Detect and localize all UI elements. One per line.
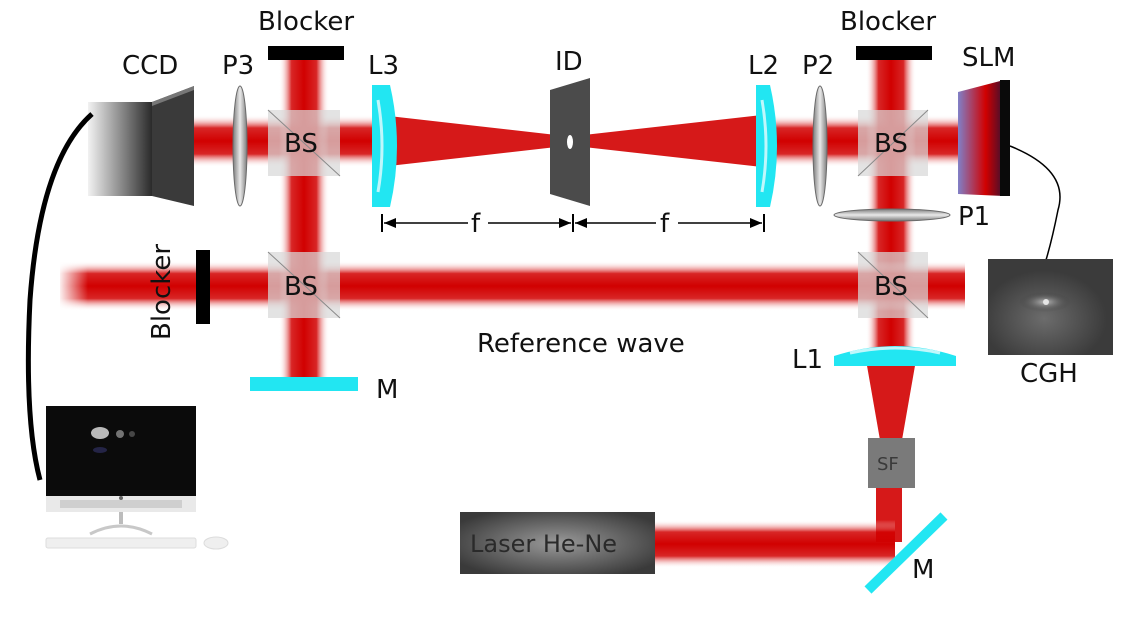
- mirror-bottom-left-label: M: [376, 375, 398, 405]
- blocker-top-left: [268, 46, 344, 60]
- l3-label: L3: [368, 51, 399, 81]
- beam-converging-to-id: [380, 115, 565, 167]
- bs-top-left-label: BS: [284, 129, 318, 159]
- blocker-top-right-label: Blocker: [840, 7, 936, 37]
- polarizer-p3: [232, 85, 248, 207]
- iris-diaphragm-id: [550, 78, 590, 206]
- beam-diverging-from-id: [575, 115, 762, 167]
- polarizer-p1: [833, 208, 951, 222]
- reference-wave-label: Reference wave: [477, 329, 685, 359]
- reference-fade-left: [58, 258, 88, 314]
- f-label-right: f: [660, 209, 670, 239]
- bs-mid-right: BS: [857, 251, 929, 319]
- mirror-laser: [864, 512, 948, 594]
- p2-label: P2: [802, 51, 834, 81]
- sf-label: SF: [877, 454, 899, 475]
- bs-mid-left: BS: [267, 251, 341, 319]
- laser-he-ne: [460, 512, 655, 574]
- beam-laser: [655, 520, 895, 568]
- slm: [958, 80, 1010, 196]
- beam-l1-to-sf: [866, 360, 916, 440]
- slm-label: SLM: [962, 43, 1015, 73]
- lens-l2: [756, 85, 777, 207]
- l1-label: L1: [792, 345, 823, 375]
- blocker-left-label: Blocker: [147, 244, 177, 340]
- beam-reference-wave: [60, 261, 965, 311]
- slm-cable: [1009, 145, 1061, 261]
- blocker-left: [196, 250, 210, 324]
- ccd-label: CCD: [122, 51, 178, 81]
- l2-label: L2: [748, 51, 779, 81]
- bs-mid-left-label: BS: [284, 272, 318, 302]
- bs-top-right-label: BS: [874, 129, 908, 159]
- ccd-camera: [88, 86, 194, 206]
- blocker-top-left-label: Blocker: [258, 7, 354, 37]
- lens-l1: [834, 346, 956, 366]
- focal-length-markers: [381, 214, 765, 232]
- p1-label: P1: [958, 202, 990, 232]
- polarizer-p2: [812, 85, 828, 207]
- f-label-left: f: [471, 209, 481, 239]
- spatial-filter-sf: [868, 438, 915, 488]
- laser-label: Laser He-Ne: [470, 530, 617, 558]
- mirror-bottom-left: [250, 377, 358, 391]
- cgh-label: CGH: [1020, 359, 1078, 389]
- blocker-top-right: [856, 46, 932, 60]
- beam-left-vertical: [279, 60, 329, 380]
- mirror-laser-label: M: [912, 555, 934, 585]
- p3-label: P3: [222, 51, 254, 81]
- ccd-cable: [25, 112, 94, 481]
- computer: [45, 406, 229, 550]
- bs-top-right: BS: [857, 109, 929, 177]
- id-label: ID: [555, 47, 583, 77]
- lens-l3: [372, 85, 397, 207]
- bs-mid-right-label: BS: [874, 272, 908, 302]
- bs-top-left: BS: [267, 109, 341, 177]
- cgh-image: [988, 259, 1113, 355]
